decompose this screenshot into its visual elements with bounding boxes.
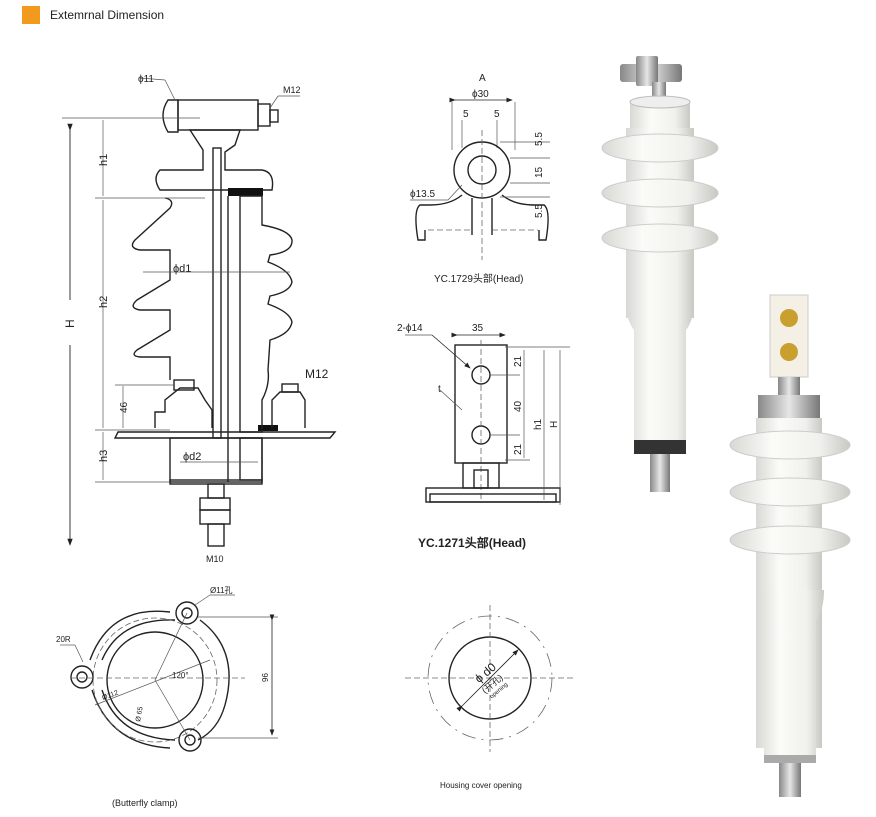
label-phi13-5: ϕ13.5 xyxy=(410,189,436,200)
orange-marker-icon xyxy=(22,6,40,24)
label-h3: h3 xyxy=(98,450,110,462)
label-phi30: ϕ30 xyxy=(472,89,489,100)
caption-yc1271: YC.1271头部(Head) xyxy=(418,535,526,550)
label-d112: Ø112 xyxy=(101,690,119,702)
insulator-photo-plate-head xyxy=(729,294,851,797)
label-21-top: 21 xyxy=(513,355,524,367)
label-h2: h2 xyxy=(98,296,110,308)
caption-housing-cover: Housing cover opening xyxy=(440,781,522,790)
head-yc1729-drawing: A ϕ30 5 5 5.5 15 5.5 ϕ13.5 YC.1729头部(Hea… xyxy=(410,73,550,285)
label-H-head: H xyxy=(549,421,560,428)
label-96: 96 xyxy=(261,673,270,682)
label-m12-side: M12 xyxy=(305,367,329,381)
label-120-deg: 120° xyxy=(172,671,189,680)
label-15: 15 xyxy=(534,166,545,178)
head-yc1271-drawing: 2-ϕ14 35 t 21 40 21 h1 H YC.1271头部(Head) xyxy=(397,323,570,550)
label-m12-top: M12 xyxy=(283,85,301,95)
label-35: 35 xyxy=(472,323,484,334)
label-46: 46 xyxy=(119,401,130,413)
label-21-bottom: 21 xyxy=(513,443,524,455)
section-header: Extemrnal Dimension xyxy=(22,6,164,24)
label-A: A xyxy=(479,73,486,84)
label-t: t xyxy=(438,384,441,395)
label-5-left: 5 xyxy=(463,109,469,120)
label-d1: ϕd1 xyxy=(173,263,191,275)
label-H: H xyxy=(63,319,77,328)
caption-yc1729: YC.1729头部(Head) xyxy=(434,272,523,285)
label-5-right: 5 xyxy=(494,109,500,120)
label-hole-11: Ø11孔 xyxy=(210,586,233,595)
label-20R: 20R xyxy=(56,635,71,644)
housing-cover-drawing: ϕ d0 (开孔) opening Housing cover opening xyxy=(405,605,575,790)
label-5-5-top: 5.5 xyxy=(534,132,545,146)
label-5-5-bottom: 5.5 xyxy=(534,204,545,218)
butterfly-clamp-drawing: Ø11孔 20R Ø112 Ø 65 120° 96 (Butterfly cl… xyxy=(56,586,278,808)
label-h1-head: h1 xyxy=(533,418,544,430)
caption-butterfly-clamp: (Butterfly clamp) xyxy=(112,798,178,808)
label-phi11: ϕ11 xyxy=(138,74,154,85)
section-title: Extemrnal Dimension xyxy=(50,8,165,22)
label-2-phi14: 2-ϕ14 xyxy=(397,323,423,334)
label-h1: h1 xyxy=(98,154,110,166)
label-40: 40 xyxy=(513,400,524,412)
label-m10: M10 xyxy=(206,554,224,564)
label-d2: ϕd2 xyxy=(183,451,201,463)
label-d65: Ø 65 xyxy=(135,706,145,722)
insulator-section-drawing: ϕ11 M12 h1 h2 h3 H 46 ϕd1 ϕd2 M12 M10 xyxy=(62,74,337,564)
insulator-photo-clamp-head xyxy=(601,56,719,492)
